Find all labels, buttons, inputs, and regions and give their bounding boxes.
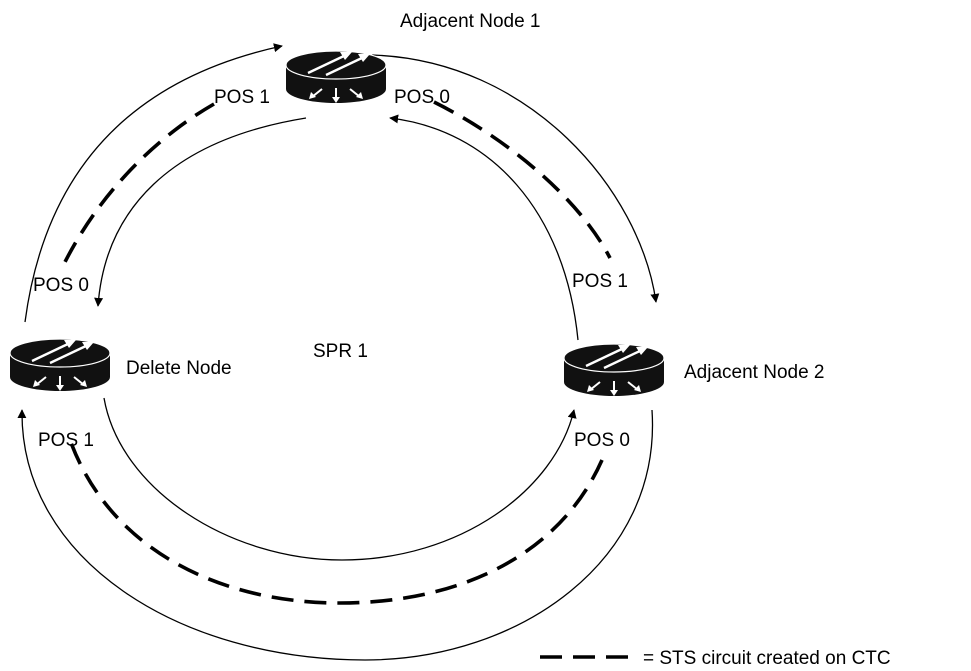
inner-arc-adj2-to-adj1 bbox=[389, 114, 579, 341]
node-label-delete: Delete Node bbox=[126, 358, 232, 379]
node-label-adjacent-2: Adjacent Node 2 bbox=[684, 362, 825, 383]
inner-arc-delete-to-adj2 bbox=[103, 397, 577, 561]
sts-circuit-dashed-bottom bbox=[68, 439, 604, 605]
node-label-adjacent-1: Adjacent Node 1 bbox=[400, 11, 541, 32]
port-label-adj2-pos1: POS 1 bbox=[572, 271, 628, 292]
inner-arc-adj1-to-delete bbox=[94, 117, 307, 307]
router-icon bbox=[563, 343, 665, 396]
ring-label: SPR 1 bbox=[313, 341, 368, 362]
sts-circuit-dashed-right bbox=[433, 100, 612, 259]
port-label-adj1-pos0: POS 0 bbox=[394, 87, 450, 108]
legend: = STS circuit created on CTC bbox=[540, 648, 891, 669]
port-label-delete-pos1: POS 1 bbox=[38, 430, 94, 451]
router-icon bbox=[285, 50, 387, 103]
outer-arc-adj2-to-delete bbox=[17, 409, 654, 661]
sts-circuit-dashed-left bbox=[60, 102, 215, 269]
port-label-delete-pos0: POS 0 bbox=[33, 275, 89, 296]
outer-arc-delete-to-adj1 bbox=[24, 43, 283, 323]
router-icon bbox=[9, 338, 111, 391]
port-label-adj1-pos1: POS 1 bbox=[214, 87, 270, 108]
port-label-adj2-pos0: POS 0 bbox=[574, 430, 630, 451]
outer-arc-adj1-to-adj2 bbox=[371, 54, 660, 303]
legend-text: = STS circuit created on CTC bbox=[643, 648, 891, 669]
